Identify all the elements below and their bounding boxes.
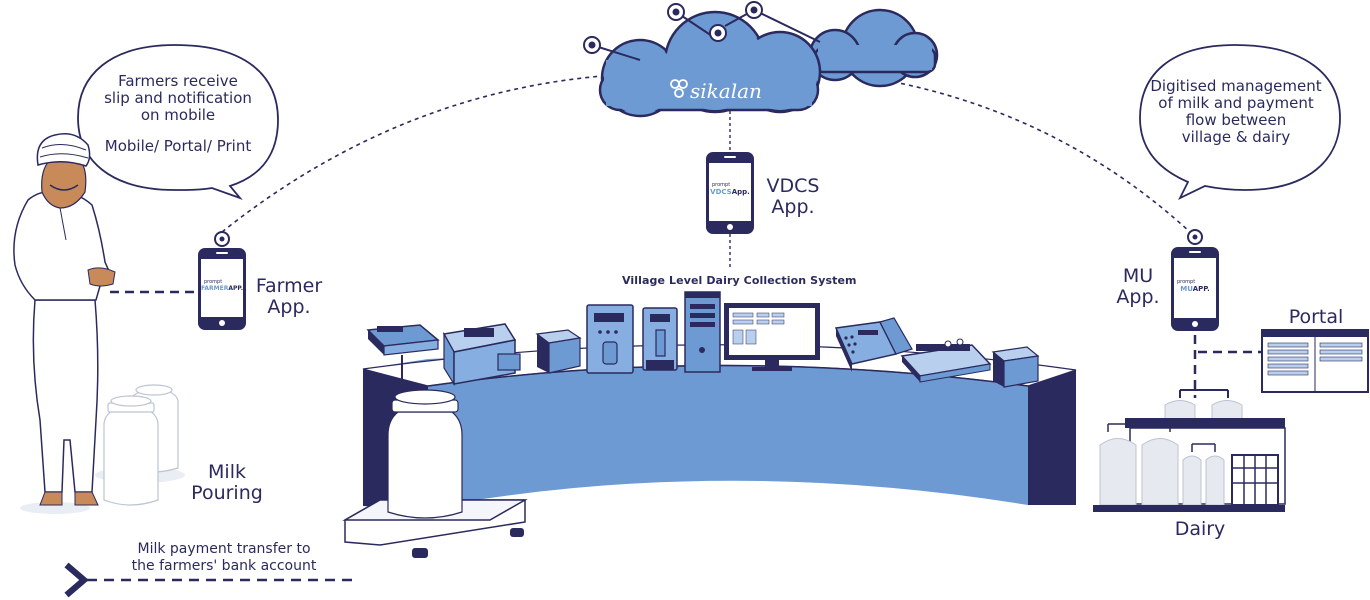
farmer-figure-icon [13, 133, 116, 514]
milk-can-on-scale-icon [342, 389, 528, 558]
dairy-bubble-text: Digitised management of milk and payment… [1138, 78, 1334, 146]
vdcs-screen-top: prompt [712, 182, 731, 188]
cloud-icon [598, 8, 939, 118]
dairy-bubble-line: flow between [1185, 111, 1287, 129]
connection-arc-farmer [221, 74, 616, 233]
dairy-bubble-line: Digitised management [1150, 77, 1322, 95]
payment-line2: the farmers' bank account [131, 558, 317, 574]
dairy-bubble-line: of milk and payment [1158, 94, 1314, 112]
sikalan-logo: sikalan [670, 79, 762, 103]
milk-tester-icon [586, 304, 634, 374]
weighing-scale-icon [366, 324, 440, 395]
farmer-bubble-line: slip and notification [104, 89, 252, 107]
milk-analyser-icon [442, 323, 521, 387]
farmer-bubble-text: Farmers receive slip and notification on… [88, 73, 268, 155]
vdcs-phone-screen: prompt VDCSApp. [709, 182, 751, 197]
ups-box-icon [991, 346, 1040, 388]
payment-line1: Milk payment transfer to [137, 541, 311, 557]
farmer-bubble-line: Farmers receive [118, 72, 238, 90]
billing-machine-icon [834, 317, 913, 372]
vdcs-phone-icon [706, 152, 754, 234]
farmer-screen-suffix: APP. [228, 285, 243, 292]
mu-screen-top: prompt [1177, 279, 1196, 285]
mu-phone-icon [1171, 229, 1219, 331]
monitor-icon [724, 303, 820, 371]
payment-transfer-text: Milk payment transfer to the farmers' ba… [118, 541, 330, 575]
farmer-phone-icon [198, 231, 246, 330]
farmer-app-label: Farmer App. [246, 276, 332, 318]
farmer-app-label-line1: Farmer [255, 275, 323, 297]
network-node-icons [583, 1, 821, 61]
milk-pouring-label: Milk Pouring [172, 462, 282, 504]
mu-app-label-line2: App. [1116, 286, 1160, 308]
vdcs-screen-brand: VDCS [710, 188, 732, 196]
mu-phone-screen: prompt MUAPP. [1174, 279, 1216, 294]
mu-app-label-line1: MU [1122, 265, 1154, 287]
mu-screen-brand: MU [1180, 285, 1193, 293]
farmer-screen-top: prompt [204, 279, 223, 285]
portal-label: Portal [1288, 306, 1344, 328]
stirrer-machine-icon [642, 307, 678, 371]
system-title: Village Level Dairy Collection System [622, 274, 857, 287]
farmer-bubble-line: on mobile [140, 106, 216, 124]
portal-screen-icon [1261, 329, 1369, 393]
printer-icon [900, 338, 992, 383]
vdcs-screen-suffix: App. [731, 188, 750, 196]
farmer-app-label-line2: App. [267, 296, 311, 318]
dairy-plant-icon [1093, 389, 1286, 512]
mu-app-label: MU App. [1108, 266, 1168, 308]
mu-screen-suffix: APP. [1192, 285, 1210, 293]
dairy-speech-bubble [1139, 44, 1341, 200]
cloud-brand: sikalan [690, 79, 762, 103]
farmer-speech-bubble [77, 44, 279, 200]
farmer-phone-screen: prompt FARMERAPP. [201, 279, 243, 293]
connection-arc-mu [829, 71, 1191, 233]
display-unit-icon [535, 329, 582, 374]
farmer-milk-cans-icon [95, 384, 185, 506]
farmer-screen-brand: FARMER [201, 285, 229, 292]
dairy-bubble-line: village & dairy [1181, 128, 1291, 146]
farmer-bubble-channels: Mobile/ Portal/ Print [104, 137, 252, 155]
vdcs-app-label-line2: App. [771, 196, 815, 218]
milk-pouring-line2: Pouring [191, 482, 263, 504]
milk-pouring-line1: Milk [208, 461, 246, 483]
vdcs-app-label: VDCS App. [758, 176, 828, 218]
computer-tower-icon [684, 291, 721, 373]
vdcs-app-label-line1: VDCS [766, 175, 820, 197]
dairy-label: Dairy [1174, 518, 1226, 540]
